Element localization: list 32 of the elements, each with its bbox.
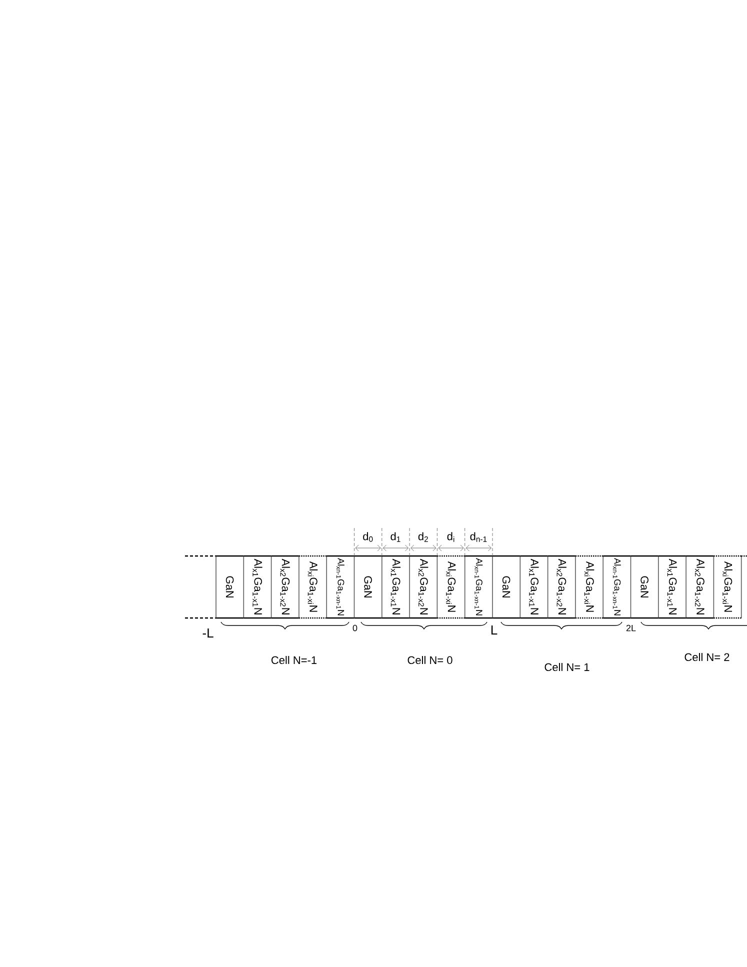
- layer-box: GaN: [492, 555, 520, 619]
- position-label: L: [491, 626, 498, 634]
- layer-box: Al$_{xn-1}$Ga$_{1-xn-1}$N: [464, 555, 492, 619]
- layer-box: Al$_{x2}$Ga$_{1-x2}$N: [547, 555, 576, 619]
- layer-box: Al$_{xi}$Ga$_{1-xi}$N: [713, 555, 742, 619]
- layer-box: Al$_{xi}$Ga$_{1-xi}$N: [436, 555, 465, 619]
- layer-box: Al$_{x2}$Ga$_{1-x2}$N: [686, 555, 714, 619]
- layer-box: Al$_{xi}$Ga$_{1-xi}$N: [298, 555, 327, 619]
- dimension-label: d$_{2}$: [418, 532, 428, 542]
- layer-box: Al$_{x1}$Ga$_{1-x1}$N: [243, 555, 272, 619]
- layer-box: Al$_{x2}$Ga$_{1-x2}$N: [270, 555, 299, 619]
- cell-label: Cell N= 2: [684, 652, 730, 662]
- layer-box: Al$_{x1}$Ga$_{1-x1}$N: [520, 555, 548, 619]
- position-label: 0: [352, 624, 358, 632]
- layer-box: GaN: [216, 555, 244, 619]
- layer-box: Al$_{xi}$Ga$_{1-xi}$N: [575, 555, 604, 619]
- layer-box: Al$_{x1}$Ga$_{1-x1}$N: [382, 555, 410, 619]
- cell-label: Cell N= 1: [544, 662, 590, 672]
- layer-box: Al$_{xn-1}$Ga$_{1-xn-1}$N: [326, 555, 354, 619]
- dimension-label: d$_{0}$: [363, 532, 373, 542]
- cell-label: Cell N= 0: [408, 656, 452, 664]
- dimension-label: d$_{i}$: [447, 532, 454, 542]
- layer-box: Al$_{xn-1}$Ga$_{1-xn-1}$N: [602, 555, 631, 619]
- layer-box: Al$_{x2}$Ga$_{1-x2}$N: [409, 555, 438, 619]
- dimension-label: d$_{n-1}$: [470, 532, 487, 542]
- cell-label: Cell N=-1: [271, 656, 317, 664]
- position-label: 2L: [626, 624, 636, 632]
- layer-box: GaN: [354, 555, 382, 619]
- layer-box: GaN: [630, 555, 658, 619]
- dimension-label: d$_{1}$: [390, 532, 400, 542]
- position-label: -L: [202, 628, 214, 638]
- layer-box: Al$_{x1}$Ga$_{1-x1}$N: [658, 555, 686, 619]
